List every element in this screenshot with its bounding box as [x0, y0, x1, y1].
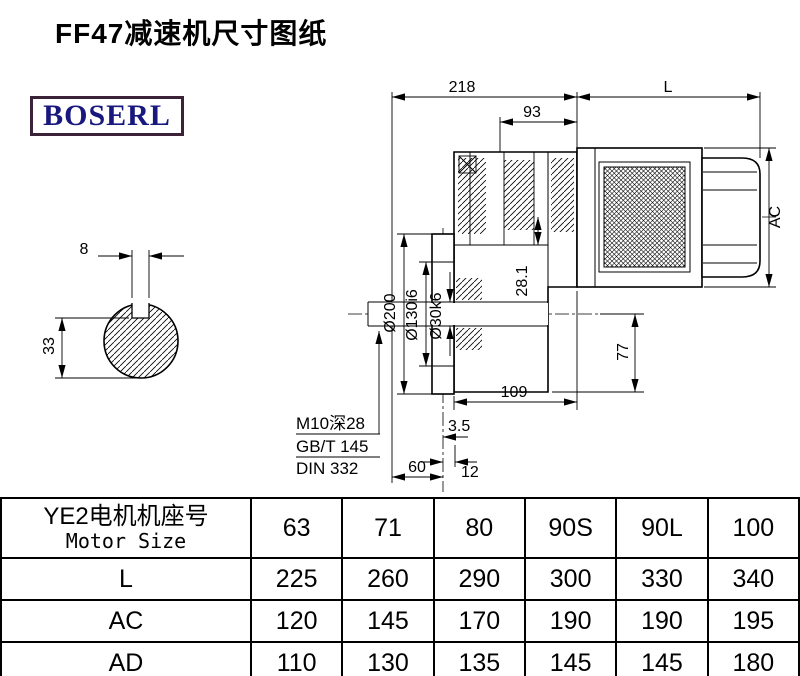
dim-L: L: [664, 79, 673, 96]
size-col-90s: 90S: [523, 497, 618, 559]
row-label-L: L: [0, 557, 252, 601]
motor-size-table: YE2电机机座号 Motor Size 63 71 80 90S 90L 100…: [0, 497, 800, 676]
output-shaft: [367, 301, 548, 327]
table-row-AD: AD 110 130 135 145 145 180: [0, 641, 800, 676]
dim-d200: Ø200: [382, 293, 399, 332]
cell-AD-100: 180: [706, 641, 800, 676]
note-m10: M10深28: [296, 414, 365, 433]
dim-93: 93: [523, 104, 541, 121]
cell-AC-90l: 190: [615, 599, 709, 643]
dim-AC: AC: [767, 206, 784, 228]
size-col-71: 71: [341, 497, 435, 559]
center-hole-notes: M10深28 GB/T 145 DIN 332: [296, 331, 383, 478]
dim-3-5: 3.5: [448, 418, 470, 435]
gearbox-assembly: [348, 147, 778, 492]
cell-L-71: 260: [341, 557, 435, 601]
cell-AD-90l: 145: [615, 641, 709, 676]
cell-L-100: 340: [706, 557, 800, 601]
cell-L-90s: 300: [523, 557, 618, 601]
page-title: FF47减速机尺寸图纸: [55, 18, 328, 49]
cell-AD-71: 130: [341, 641, 435, 676]
boserl-logo-text: BOSERL: [43, 99, 171, 132]
size-col-80: 80: [432, 497, 526, 559]
boserl-logo: BOSERL: [30, 96, 184, 136]
cell-AC-80: 170: [432, 599, 526, 643]
motor-stator-core: [603, 166, 686, 268]
table-row-L: L 225 260 290 300 330 340: [0, 557, 800, 601]
cell-AC-90s: 190: [523, 599, 618, 643]
cell-L-90l: 330: [615, 557, 709, 601]
dim-d30: Ø30k6: [428, 292, 445, 339]
cell-AD-80: 135: [432, 641, 526, 676]
cell-AD-63: 110: [249, 641, 344, 676]
dim-8: 8: [80, 241, 89, 258]
cell-AC-100: 195: [706, 599, 800, 643]
dim-d130: Ø130i6: [404, 289, 421, 341]
keyway-outline: [131, 303, 150, 319]
dim-218: 218: [449, 79, 476, 96]
technical-drawing: 8 33: [41, 79, 784, 492]
cell-L-80: 290: [432, 557, 526, 601]
dim-33: 33: [41, 337, 58, 355]
motor-end-bell: [701, 157, 761, 278]
dim-12: 12: [461, 464, 479, 481]
size-col-90l: 90L: [615, 497, 709, 559]
motor-size-header-en: Motor Size: [65, 529, 187, 554]
dim-28-1: 28.1: [514, 265, 531, 296]
dim-60: 60: [408, 459, 426, 476]
motor-size-header-cn: YE2电机机座号: [43, 502, 209, 530]
cell-AC-71: 145: [341, 599, 435, 643]
dim-77: 77: [615, 343, 632, 361]
motor-size-header-cell: YE2电机机座号 Motor Size: [0, 497, 252, 559]
row-label-AD: AD: [0, 641, 252, 676]
cell-L-63: 225: [249, 557, 344, 601]
shaft-cross-section: 8 33: [41, 241, 184, 379]
table-row-AC: AC 120 145 170 190 190 195: [0, 599, 800, 643]
note-gbt145: GB/T 145: [296, 437, 368, 456]
dim-109: 109: [501, 384, 528, 401]
motor-stator-frame: [598, 161, 691, 273]
dimensions: 218 L 93 AC 77 28.1 109 3.5: [382, 79, 784, 483]
row-label-AC: AC: [0, 599, 252, 643]
size-col-100: 100: [706, 497, 800, 559]
table-header-row: YE2电机机座号 Motor Size 63 71 80 90S 90L 100: [0, 497, 800, 559]
cell-AD-90s: 145: [523, 641, 618, 676]
note-din332: DIN 332: [296, 459, 358, 478]
size-col-63: 63: [249, 497, 344, 559]
cell-AC-63: 120: [249, 599, 344, 643]
